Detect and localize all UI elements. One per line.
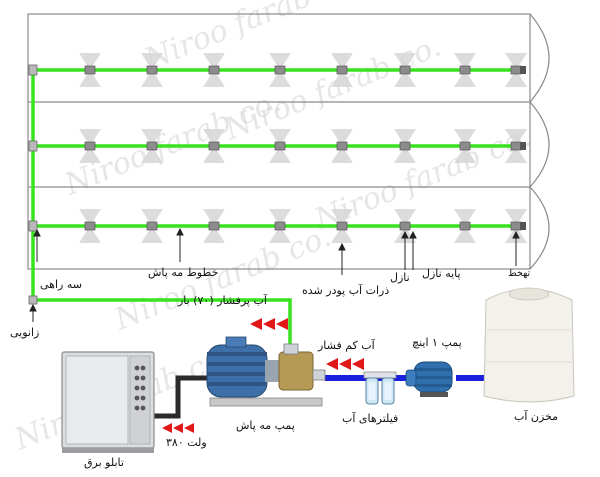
frame-outline: [27, 13, 531, 270]
pump-skid: [209, 397, 323, 407]
frame-arc-2: [529, 101, 550, 188]
electrical-panel-icon: [61, 351, 155, 453]
nozzle-icon: [459, 141, 471, 151]
end-caps: [520, 66, 526, 230]
nozzle-icon: [146, 221, 158, 231]
nozzle-icon: [208, 65, 220, 75]
nozzle-icon: [84, 141, 96, 151]
label-nozzle: نازل: [390, 271, 410, 284]
end-cap-3: [520, 222, 526, 230]
label-mist-lines: خطوط مه پاش: [148, 266, 218, 279]
nozzle-icon: [84, 221, 96, 231]
nozzle-icon: [336, 65, 348, 75]
nozzle-icon: [208, 221, 220, 231]
label-end-cap: تهخط: [508, 268, 531, 279]
fitting-elbow: [28, 295, 38, 305]
leader-end-cap-head: [512, 230, 520, 239]
leader-nozzle-head: [401, 230, 409, 239]
leader-tee-head: [33, 228, 41, 237]
nozzle-icon: [399, 221, 411, 231]
label-nozzle-base: پایه نازل: [422, 267, 461, 280]
label-voltage: ولت ۳۸۰: [166, 436, 207, 449]
leader-mist-lines-head: [176, 227, 184, 236]
label-lp-water: آب کم فشار: [317, 338, 376, 352]
end-cap-2: [520, 142, 526, 150]
nozzle-icon: [146, 141, 158, 151]
label-pump-1inch: پمپ ۱ اینچ: [412, 336, 462, 349]
watermark-1: Niroo farab co.: [139, 0, 366, 78]
nozzle-icon: [84, 65, 96, 75]
nozzle-icon: [399, 141, 411, 151]
leader-nozzle-base-head: [409, 230, 417, 239]
labels: سه راهی زانویی خطوط مه پاش ذرات آب پودر …: [10, 266, 558, 469]
power-cable: [153, 375, 218, 419]
nozzle-icon: [274, 141, 286, 151]
nozzle-icon: [510, 141, 522, 151]
nozzle-icon: [208, 141, 220, 151]
nozzle-icon: [336, 221, 348, 231]
nozzles: [84, 65, 522, 231]
leader-lines: [29, 227, 520, 322]
nozzle-icon: [459, 65, 471, 75]
fitting-tee-3: [28, 220, 38, 232]
fitting-tee-2: [28, 140, 38, 152]
end-cap-1: [520, 66, 526, 74]
frame-arc-1: [529, 13, 550, 103]
motor-icon: [206, 336, 279, 398]
flow-arrow-icon: [162, 423, 194, 433]
flow-arrow-icon: [326, 358, 364, 370]
flow-arrows: [162, 318, 364, 433]
watermark-5: Niroo farab co.: [109, 219, 336, 338]
main-feed-pipe: [31, 68, 292, 350]
label-water-filters: فیلترهای آب: [342, 411, 398, 425]
mist-pump-unit: [206, 336, 326, 407]
label-hp-water: آب پرفشار (۷۰) بار: [177, 293, 268, 307]
nozzle-icon: [459, 221, 471, 231]
label-tee: سه راهی: [40, 278, 82, 291]
flow-arrow-icon: [250, 318, 288, 330]
nozzle-icon: [510, 65, 522, 75]
fitting-tee-1: [28, 64, 38, 76]
label-atomized-water: ذرات آب پودر شده: [302, 283, 389, 297]
label-mist-pump: پمپ مه پاش: [236, 419, 295, 432]
nozzle-icon: [399, 65, 411, 75]
greenhouse-frame: [27, 13, 550, 270]
label-panel: تابلو برق: [84, 456, 124, 469]
nozzle-icon: [510, 221, 522, 231]
filter-icon: [363, 371, 397, 405]
pump-icon: [278, 343, 326, 391]
nozzle-icon: [146, 65, 158, 75]
nozzle-icon: [336, 141, 348, 151]
label-elbow: زانویی: [10, 326, 39, 339]
frame-arc-3: [529, 186, 550, 270]
nozzle-icon: [274, 221, 286, 231]
label-water-tank: مخزن آب: [514, 409, 558, 423]
pump-1inch-icon: [405, 361, 453, 397]
leader-elbow-head: [29, 303, 37, 312]
leader-atomized-head: [338, 242, 346, 251]
riser-fittings: [28, 64, 38, 305]
nozzle-icon: [274, 65, 286, 75]
tank-icon: [483, 287, 575, 403]
